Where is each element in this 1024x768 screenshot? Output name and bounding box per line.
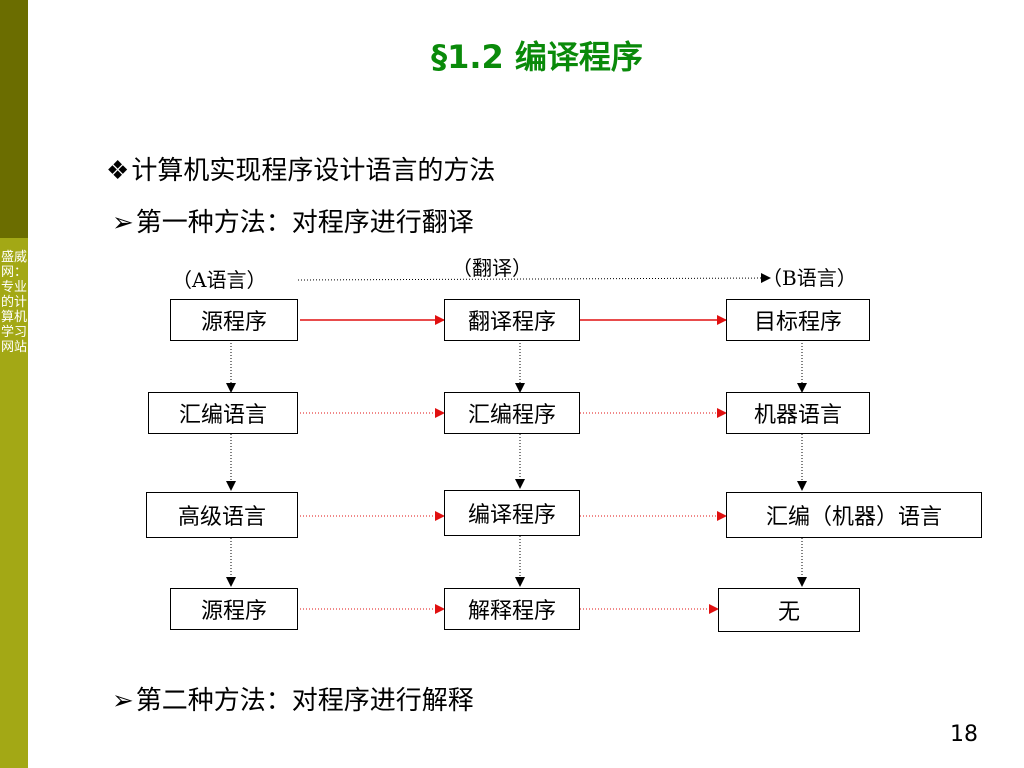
label-translate: （翻译） <box>452 256 532 280</box>
box-machine-language: 机器语言 <box>726 392 870 434</box>
sidebar-bottom-band <box>0 238 28 768</box>
box-assembly-language: 汇编语言 <box>148 392 298 434</box>
box-compiler: 编译程序 <box>444 490 580 536</box>
label-b-language: （B语言） <box>762 266 857 290</box>
arrow-bullet-icon: ➢ <box>112 686 134 716</box>
bullet-method-one: ➢第一种方法：对程序进行翻译 <box>112 202 474 239</box>
box-none: 无 <box>718 588 860 632</box>
translate-dotted-connector <box>297 273 771 284</box>
box-interpreter: 解释程序 <box>444 588 580 630</box>
arrow-bullet-icon: ➢ <box>112 208 134 238</box>
slide-title: §1.2 编译程序 <box>431 38 643 76</box>
bullet-methods-text: 计算机实现程序设计语言的方法 <box>131 156 496 186</box>
sidebar-top-band <box>0 0 28 238</box>
sidebar: 盛威网：专业的计算机学习网站 <box>0 0 28 768</box>
bullet-methods: ❖计算机实现程序设计语言的方法 <box>106 150 495 187</box>
box-translator: 翻译程序 <box>444 299 580 341</box>
diamond-bullet-icon: ❖ <box>106 156 130 186</box>
bullet-method-two: ➢第二种方法：对程序进行解释 <box>112 680 474 717</box>
box-source-program-2: 源程序 <box>170 588 298 630</box>
box-high-level-language: 高级语言 <box>146 492 298 538</box>
bullet-method-one-text: 第一种方法：对程序进行翻译 <box>135 208 474 238</box>
box-assembler: 汇编程序 <box>444 392 580 434</box>
sidebar-watermark-text: 盛威网：专业的计算机学习网站 <box>0 250 27 355</box>
page-number: 18 <box>950 722 978 747</box>
box-source-program-1: 源程序 <box>170 299 298 341</box>
label-a-language: （A语言） <box>172 268 267 292</box>
box-assembly-machine-language: 汇编（机器）语言 <box>726 492 982 538</box>
bullet-method-two-text: 第二种方法：对程序进行解释 <box>135 686 474 716</box>
box-target-program: 目标程序 <box>726 299 870 341</box>
